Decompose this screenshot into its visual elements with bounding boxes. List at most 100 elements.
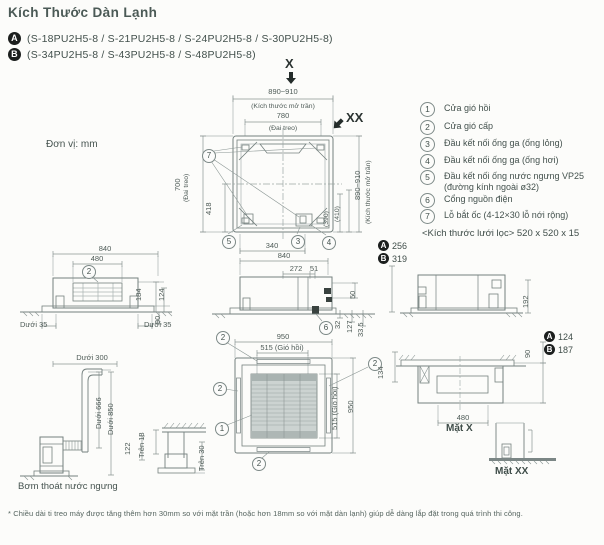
center-side-view-lineart (212, 258, 375, 327)
legend-num-1: 1 (420, 102, 435, 117)
dim-under-850: Dưới 850 (106, 403, 115, 435)
badge-a-icon: A (378, 240, 389, 251)
model-list-b: B (S-34PU2H5-8 / S-43PU2H5-8 / S-48PU2H5… (8, 48, 256, 61)
mat-x-lineart (396, 341, 546, 426)
model-list-a-text: (S-18PU2H5-8 / S-21PU2H5-8 / S-24PU2H5-8… (27, 32, 333, 45)
dim-opening-width-note: (Kích thước mở trần) (251, 103, 315, 110)
dim-under-300: Dưới 300 (76, 353, 108, 362)
callout-4: 4 (322, 236, 336, 250)
height-value-a: 256 (392, 240, 408, 251)
legend-num-4: 4 (420, 154, 435, 169)
dim-under-666: Dưới 666 (94, 397, 103, 429)
dim-hanger-height-note: (Đai treo) (183, 173, 190, 202)
legend-item-1: 1 Cửa gió hồi (420, 102, 604, 117)
ceiling-gap-lineart (139, 422, 206, 474)
legend-num-6: 6 (420, 193, 435, 208)
dim-under-35-right: Dưới 35 (144, 320, 172, 329)
height-value-b: 319 (392, 253, 408, 264)
legend-item-5: 5 Đầu kết nối ống nước ngưng VP25 (đường… (420, 170, 604, 194)
section-marker-xx: XX (346, 110, 364, 125)
badge-a-icon: A (8, 32, 21, 45)
dim-950-top: 950 (276, 332, 290, 341)
filter-size-note: <Kích thước lưới lọc> 520 x 520 x 15 (422, 228, 579, 239)
dim-480-mat-x: 480 (456, 413, 470, 422)
callout-7: 7 (202, 149, 216, 163)
dim-32: 32 (333, 320, 342, 329)
dim-515-right: 515 (Gió hồi) (330, 386, 339, 430)
legend: 1 Cửa gió hồi 2 Cửa gió cấp 3 Đầu kết nố… (420, 100, 604, 245)
ceiling-gap-drawing: 122 Trên 18 Trên 30 (123, 418, 228, 482)
legend-label-6: Cổng nguồn điện (444, 194, 513, 204)
callout-3: 3 (291, 235, 305, 249)
legend-label-7: Lỗ bắt ốc (4-12×30 lỗ nới rộng) (444, 210, 569, 220)
drain-pump-lineart (20, 361, 118, 481)
footnote: * Chiều dài ti treo máy được tăng thêm h… (8, 509, 523, 518)
center-side-view-drawing: 840 272 51 50 32 127 33.5 6 (212, 248, 402, 343)
mat-xx-lineart (489, 422, 556, 465)
legend-label-4: Đầu kết nối ống ga (ống hơi) (444, 155, 559, 165)
panel-height-label-b: B 187 (544, 344, 573, 355)
panel-height-value-b: 187 (558, 344, 574, 355)
dim-under-35-left: Dưới 35 (20, 320, 48, 329)
right-side-view-drawing: A 256 B 319 192 (378, 240, 540, 325)
callout-2-left: 2 (213, 382, 227, 396)
section-marker-x: X (285, 56, 294, 71)
legend-item-6: 6 Cổng nguồn điện (420, 193, 604, 208)
dim-840-center: 840 (277, 251, 291, 260)
panel-bottom-view-drawing: 950 515 (Gió hồi) 2 2 1 2 2 515 (Gió hồi… (212, 330, 404, 480)
dim-272: 272 (289, 264, 303, 273)
dim-opening-width: 890~910 (268, 87, 298, 96)
badge-b-icon: B (8, 48, 21, 61)
dim-122: 122 (123, 442, 132, 455)
legend-label-5: Đầu kết nối ống nước ngưng VP25 (đường k… (444, 170, 584, 194)
legend-item-2: 2 Cửa gió cấp (420, 120, 604, 135)
callout-1: 1 (215, 422, 229, 436)
legend-num-7: 7 (420, 209, 435, 224)
dim-418: 418 (204, 202, 213, 215)
callout-2-top: 2 (216, 331, 230, 345)
legend-item-4: 4 Đầu kết nối ống ga (ống hơi) (420, 154, 604, 169)
dim-340: 340 (265, 241, 279, 250)
arrow-down-left-icon (333, 118, 344, 129)
front-view-lineart (20, 251, 173, 329)
dim-515-top: 515 (Gió hồi) (260, 343, 304, 352)
dim-51: 51 (309, 264, 319, 273)
dim-840-front: 840 (98, 244, 112, 253)
mat-xx-caption: Mặt XX (495, 466, 529, 477)
legend-label-1: Cửa gió hồi (444, 103, 491, 113)
badge-b-icon: B (544, 344, 555, 355)
panel-height-label-a: A 124 (544, 331, 573, 342)
dim-410: (410) (334, 206, 341, 222)
dim-480-front: 480 (90, 254, 104, 263)
height-label-b: B 319 (378, 253, 407, 264)
drain-pump-drawing: Dưới 300 Dưới 666 Dưới 850 (20, 348, 170, 500)
legend-label-2: Cửa gió cấp (444, 121, 494, 131)
dim-opening-height-note: (Kích thước mở trần) (365, 160, 372, 224)
callout-5: 5 (222, 235, 236, 249)
height-label-a: A 256 (378, 240, 407, 251)
callout-6: 6 (319, 321, 333, 335)
legend-label-3: Đầu kết nối ống ga (ống lỏng) (444, 138, 563, 148)
top-view-drawing: 890~910 (Kích thước mở trần) 780 (Đai tr… (173, 86, 390, 264)
filter-size-label: <Kích thước lưới lọc> (422, 228, 515, 239)
dim-hanger-width: 780 (276, 111, 290, 120)
dim-90-mat-x: 90 (523, 349, 532, 358)
filter-size-value: 520 x 520 x 15 (516, 228, 580, 239)
badge-b-icon: B (378, 253, 389, 264)
callout-2-bottom: 2 (252, 457, 266, 471)
legend-item-3: 3 Đầu kết nối ống ga (ống lỏng) (420, 137, 604, 152)
callout-2-front: 2 (82, 265, 96, 279)
mat-xx-drawing: Mặt XX (484, 418, 574, 484)
legend-label-5-line2: (đường kính ngoài ø32) (444, 182, 539, 193)
page-title: Kích Thước Dàn Lạnh (8, 5, 158, 20)
dim-over-30: Trên 30 (197, 445, 206, 471)
dim-opening-height: 890~910 (353, 170, 362, 200)
drain-pump-caption: Bơm thoát nước ngưng (18, 481, 118, 492)
panel-bottom-view-lineart (224, 339, 398, 459)
mat-x-caption: Mặt X (446, 423, 473, 434)
panel-height-value-a: 124 (558, 331, 574, 342)
front-view-drawing: 840 480 2 184 124 90 Dưới 35 Dưới 35 (20, 242, 185, 337)
model-list-b-text: (S-34PU2H5-8 / S-43PU2H5-8 / S-48PU2H5-8… (27, 48, 256, 61)
top-view-lineart (200, 95, 362, 254)
legend-num-5: 5 (420, 170, 435, 185)
